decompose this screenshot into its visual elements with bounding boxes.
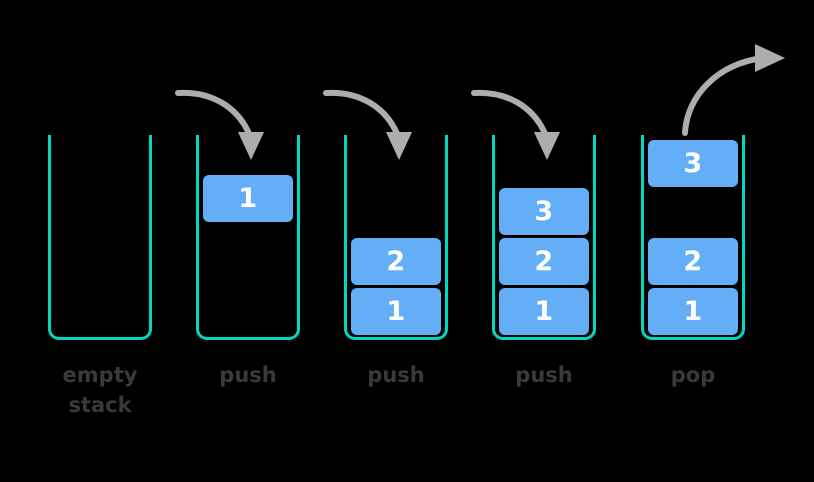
stack-block-value: 2 <box>386 246 406 277</box>
stack-container <box>492 135 596 340</box>
stack-container <box>48 135 152 340</box>
stack-pop: 3 2 1 pop <box>641 0 785 482</box>
stack-block: 2 <box>648 238 738 285</box>
stack-block-value: 1 <box>238 183 258 214</box>
stack-caption: push <box>367 363 425 387</box>
stack-block-value: 2 <box>534 246 554 277</box>
pop-arrow-icon <box>682 44 785 136</box>
stack-caption: empty stack <box>62 363 138 418</box>
stack-block: 1 <box>499 288 589 335</box>
stack-block: 1 <box>648 288 738 335</box>
stack-block-value: 1 <box>534 296 554 327</box>
stack-push-2: 2 1 push <box>323 0 448 482</box>
stack-block-value: 3 <box>534 196 554 227</box>
stack-block: 3 <box>648 140 738 187</box>
stack-block: 1 <box>351 288 441 335</box>
stack-block: 3 <box>499 188 589 235</box>
stack-block-value: 1 <box>386 296 406 327</box>
stack-container <box>344 135 448 340</box>
stack-caption: push <box>219 363 277 387</box>
stack-block-value: 3 <box>683 148 703 179</box>
stack-push-1: 1 push <box>175 0 300 482</box>
stack-container <box>196 135 300 340</box>
stack-caption: push <box>515 363 573 387</box>
stack-push-3: 3 2 1 push <box>471 0 596 482</box>
stack-block: 2 <box>351 238 441 285</box>
stack-caption: pop <box>670 363 716 387</box>
stack-container <box>641 135 745 340</box>
stack-block-value: 2 <box>683 246 703 277</box>
stack-block: 2 <box>499 238 589 285</box>
stack-empty: empty stack <box>48 0 152 482</box>
stack-block-value: 1 <box>683 296 703 327</box>
stack-block: 1 <box>203 175 293 222</box>
